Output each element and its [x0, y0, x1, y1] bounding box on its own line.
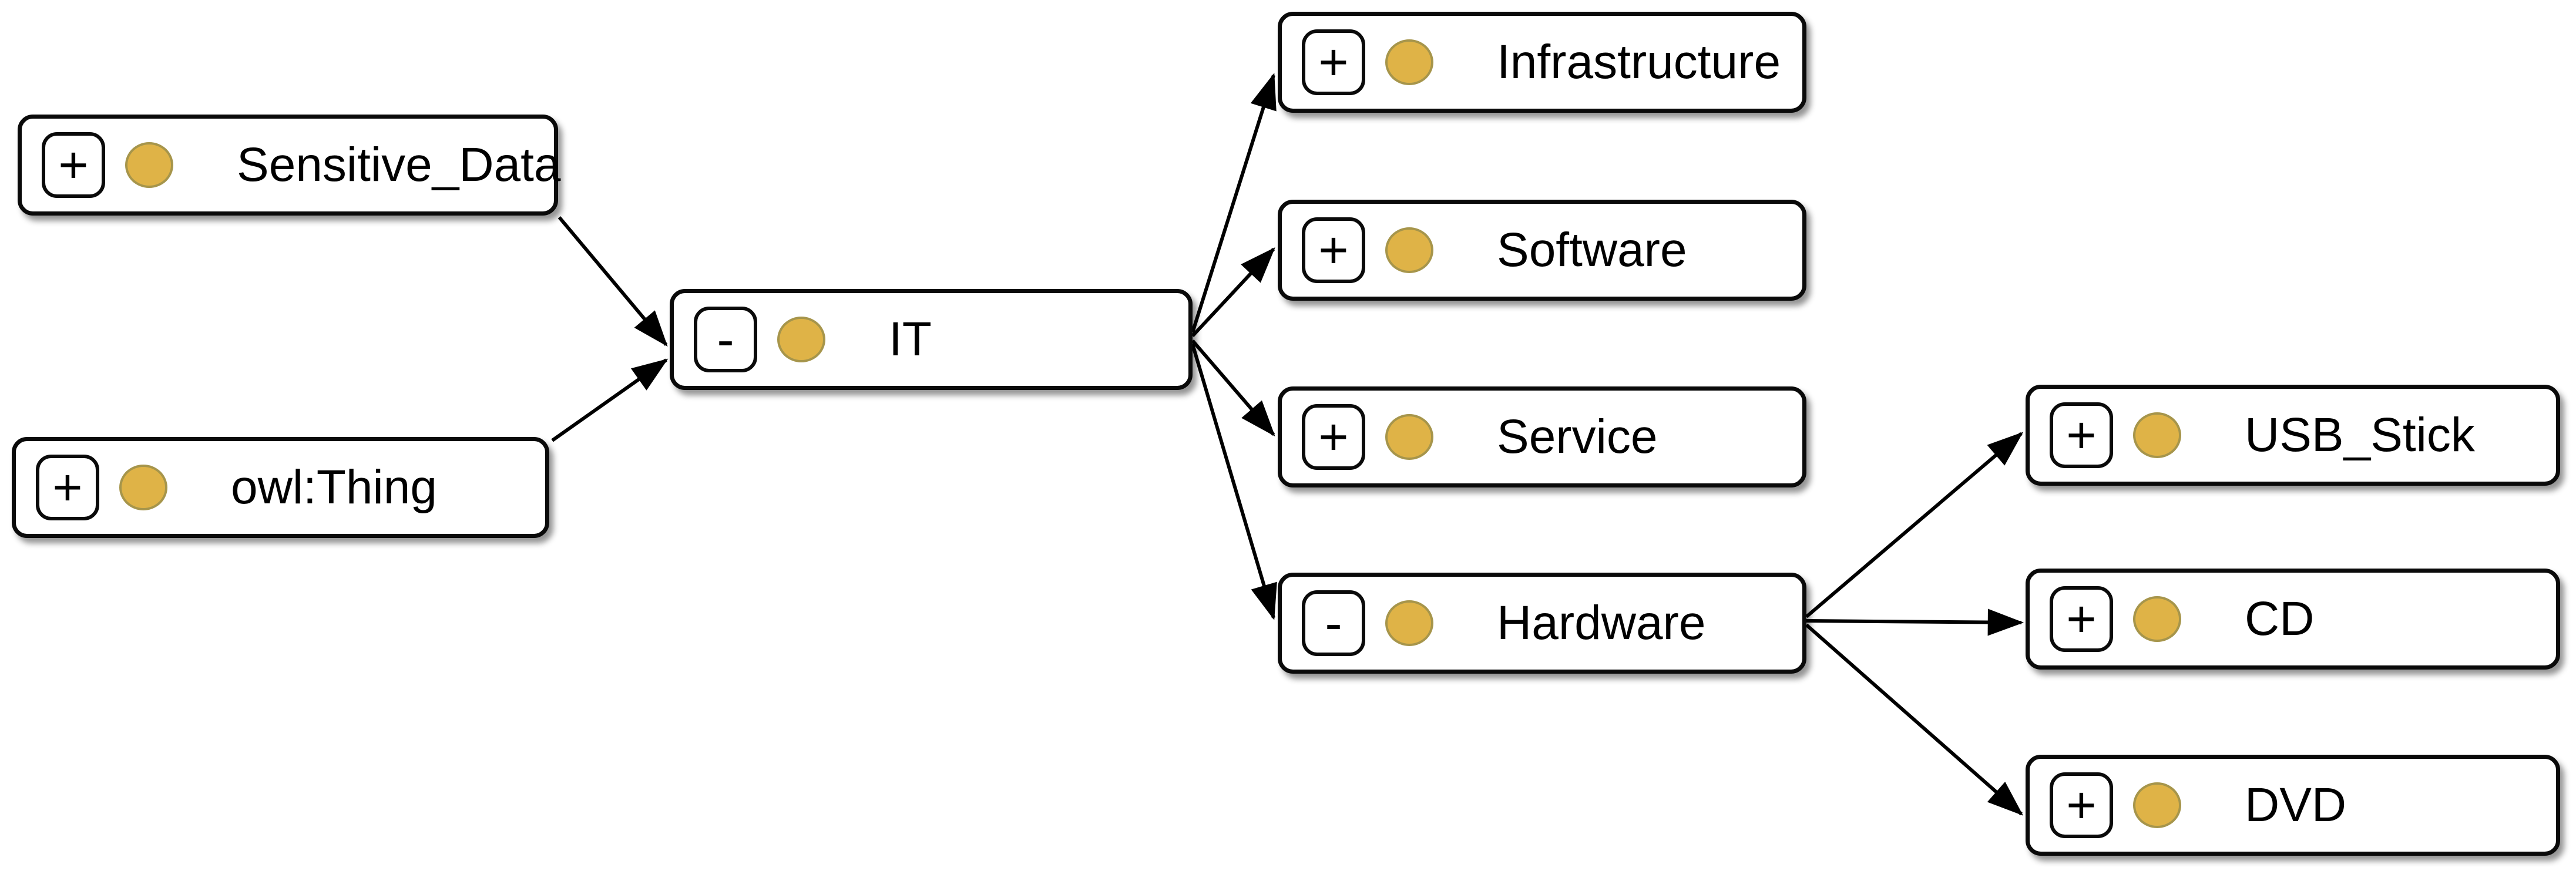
node-label: Software [1497, 223, 1687, 277]
node-infrastructure[interactable]: + Infrastructure [1278, 12, 1806, 113]
collapse-button[interactable]: - [694, 307, 757, 372]
edge-hardware-to-cd [1806, 608, 2024, 636]
node-sensitive-data[interactable]: + Sensitive_Data [18, 115, 561, 216]
node-label: DVD [2245, 778, 2347, 832]
expand-button[interactable]: + [36, 455, 99, 520]
expand-button[interactable]: + [2050, 586, 2113, 652]
owl-class-icon [1385, 600, 1433, 646]
node-it[interactable]: - IT [670, 289, 1193, 390]
owl-class-icon [2133, 782, 2181, 828]
collapse-button[interactable]: - [1302, 590, 1365, 656]
edge-it-to-infrastructure [1191, 73, 1277, 333]
node-label: IT [889, 312, 932, 366]
owl-class-icon [2133, 412, 2181, 458]
node-service[interactable]: + Service [1278, 386, 1806, 487]
owl-class-icon [1385, 39, 1433, 85]
owl-class-icon [1385, 414, 1433, 460]
node-dvd[interactable]: + DVD [2026, 755, 2560, 856]
node-hardware[interactable]: - Hardware [1278, 573, 1806, 674]
node-usb-stick[interactable]: + USB_Stick [2026, 385, 2560, 486]
owl-class-icon [125, 142, 173, 188]
edge-it-to-service [1191, 339, 1275, 437]
owl-class-icon [777, 317, 825, 362]
owl-class-icon [1385, 227, 1433, 273]
node-label: Service [1497, 410, 1658, 463]
expand-button[interactable]: + [2050, 402, 2113, 468]
expand-button[interactable]: + [2050, 772, 2113, 838]
edge-it-to-software [1191, 247, 1275, 338]
node-owl-thing[interactable]: + owl:Thing [12, 437, 549, 538]
edge-owl-thing-to-it [551, 358, 669, 442]
expand-button[interactable]: + [42, 132, 105, 198]
node-label: Hardware [1497, 596, 1706, 650]
node-label: USB_Stick [2245, 408, 2475, 462]
edge-sensitive-data-to-it [557, 216, 668, 347]
node-cd[interactable]: + CD [2026, 569, 2560, 670]
owl-class-icon [2133, 596, 2181, 642]
edge-it-to-hardware [1191, 344, 1277, 620]
owl-class-icon [119, 465, 167, 510]
node-software[interactable]: + Software [1278, 200, 1806, 301]
node-label: Infrastructure [1497, 35, 1781, 89]
node-label: CD [2245, 592, 2315, 645]
edge-hardware-to-usb-stick [1805, 432, 2024, 618]
node-label: owl:Thing [231, 460, 437, 514]
expand-button[interactable]: + [1302, 217, 1365, 283]
node-label: Sensitive_Data [237, 138, 561, 191]
edge-hardware-to-dvd [1805, 623, 2024, 816]
expand-button[interactable]: + [1302, 29, 1365, 95]
expand-button[interactable]: + [1302, 404, 1365, 470]
